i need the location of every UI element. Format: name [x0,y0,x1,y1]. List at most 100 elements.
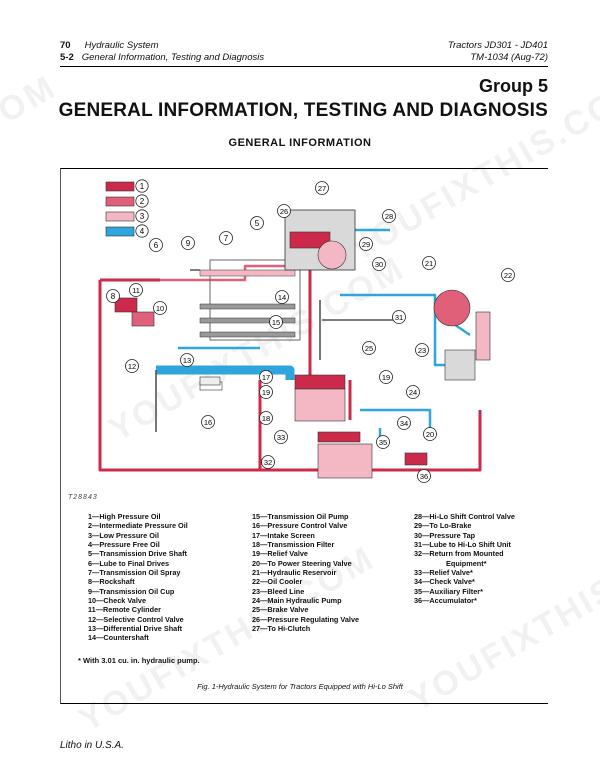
svg-text:22: 22 [504,271,512,280]
manual-code: TM-1034 (Aug-72) [470,52,548,63]
legend-item: 24—Main Hydraulic Pump [252,596,342,606]
remote-cylinder [114,297,138,313]
callout-17: 17 [259,370,273,384]
legend-item: 21—Hydraulic Reservoir [252,568,337,578]
callout-3: 3 [135,209,149,223]
svg-text:2: 2 [140,197,145,206]
legend-item: 14—Countershaft [88,633,149,643]
legend-item: 13—Differential Drive Shaft [88,624,183,634]
legend-item: 33—Relief Valve* [414,568,473,578]
callout-19-left: 19 [259,385,273,399]
callout-21: 21 [422,256,436,270]
callout-7: 7 [219,231,233,245]
svg-text:19: 19 [382,373,390,382]
sub-section-name: General Information, Testing and Diagnos… [81,52,265,63]
auxiliary-valve [317,431,361,443]
callout-9: 9 [181,236,195,250]
legend-item: 35—Auxiliary Filter* [414,586,483,596]
svg-text:7: 7 [224,234,229,243]
svg-text:31: 31 [395,313,403,322]
legend-item: 18—Transmission Filter [252,540,335,550]
svg-text:30: 30 [375,260,383,269]
svg-text:21: 21 [425,259,433,268]
legend-item: 5—Transmission Drive Shaft [88,549,187,559]
callout-23: 23 [415,343,429,357]
key-swatch-low-pressure [105,211,135,222]
legend-item: 28—Hi-Lo Shift Control Valve [414,512,515,521]
callout-25: 25 [362,341,376,355]
hydraulic-diagram: 1 2 3 4 5 6 7 8 9 10 11 12 13 14 15 16 1… [98,179,515,483]
legend-item: 7—Transmission Oil Spray [88,568,181,578]
legend-item: 16—Pressure Control Valve [252,521,348,531]
callout-14: 14 [275,290,289,304]
callout-15: 15 [269,315,283,329]
legend-item: 26—Pressure Regulating Valve [252,614,360,624]
svg-text:15: 15 [272,318,280,327]
callout-31: 31 [392,310,406,324]
svg-text:14: 14 [278,293,286,302]
transmission-housing [209,259,301,341]
callout-10: 10 [153,301,167,315]
callout-6: 6 [149,238,163,252]
color-key [105,181,135,237]
legend-item: 2—Intermediate Pressure Oil [88,521,188,531]
gear-row-2 [199,331,296,338]
pipe-pressure-free-drain [360,408,432,428]
svg-text:32: 32 [264,458,272,467]
legend-item: 19—Relief Valve [252,549,308,559]
callout-22: 22 [501,268,515,282]
pipe-pressure-free-sump [156,365,295,380]
svg-text:26: 26 [280,207,288,216]
callout-18: 18 [259,411,273,425]
tractor-models: Tractors JD301 - JD401 [447,40,548,51]
svg-text:16: 16 [204,418,212,427]
legend-item: 17—Intake Screen [252,530,315,540]
legend-item: 23—Bleed Line [252,586,305,596]
callout-12: 12 [125,359,139,373]
legend-item: 12—Selective Control Valve [88,614,184,624]
svg-text:19: 19 [262,388,270,397]
svg-text:10: 10 [156,304,164,313]
svg-text:3: 3 [140,212,145,221]
callout-32: 32 [261,455,275,469]
svg-text:18: 18 [262,414,270,423]
svg-text:17: 17 [262,373,270,382]
key-swatch-pressure-free [105,226,135,237]
callout-19-right: 19 [379,370,393,384]
callouts: 1 2 3 4 5 6 7 8 9 10 11 12 13 14 15 16 1… [106,179,515,483]
main-hydraulic-pump [444,349,476,381]
legend-item: 8—Rockshaft [88,577,135,587]
header-rule [60,66,548,67]
svg-text:36: 36 [420,472,428,481]
gear-row-1 [199,303,296,310]
transmission-filter [294,388,346,422]
callout-33: 33 [274,430,288,444]
svg-text:20: 20 [426,430,434,439]
intake-screen [199,376,221,386]
callout-35: 35 [376,435,390,449]
svg-text:1: 1 [140,182,145,191]
callout-8: 8 [106,289,120,303]
callout-34: 34 [397,416,411,430]
components [114,209,491,479]
legend-item: 6—Lube to Final Drives [88,558,170,568]
pipe-high-pressure-left [98,280,262,472]
callout-1: 1 [135,179,149,193]
legend-item: 22—Oil Cooler [252,577,303,587]
legend-item: 29—To Lo-Brake [414,521,472,531]
svg-text:34: 34 [400,419,408,428]
callout-30: 30 [372,257,386,271]
group-label: Group 5 [478,76,548,96]
svg-text:5: 5 [255,219,260,228]
callout-24: 24 [406,385,420,399]
svg-text:24: 24 [409,388,417,397]
oil-cooler [475,311,491,361]
page-title: GENERAL INFORMATION, TESTING AND DIAGNOS… [58,100,548,121]
hi-lo-valve [289,231,331,249]
legend-item: 11—Remote Cylinder [88,605,161,615]
callout-29: 29 [359,237,373,251]
